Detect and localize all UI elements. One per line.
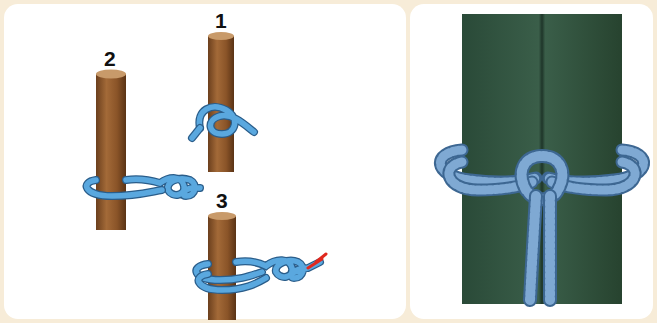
photo-panel	[410, 4, 653, 319]
post-3	[196, 212, 326, 320]
knot-photo	[440, 14, 643, 304]
post-1	[192, 32, 254, 172]
panel	[4, 4, 406, 319]
step-number: 1	[215, 10, 227, 31]
post-2	[87, 70, 200, 231]
step-number: 3	[216, 190, 228, 211]
step-number: 2	[104, 48, 116, 69]
